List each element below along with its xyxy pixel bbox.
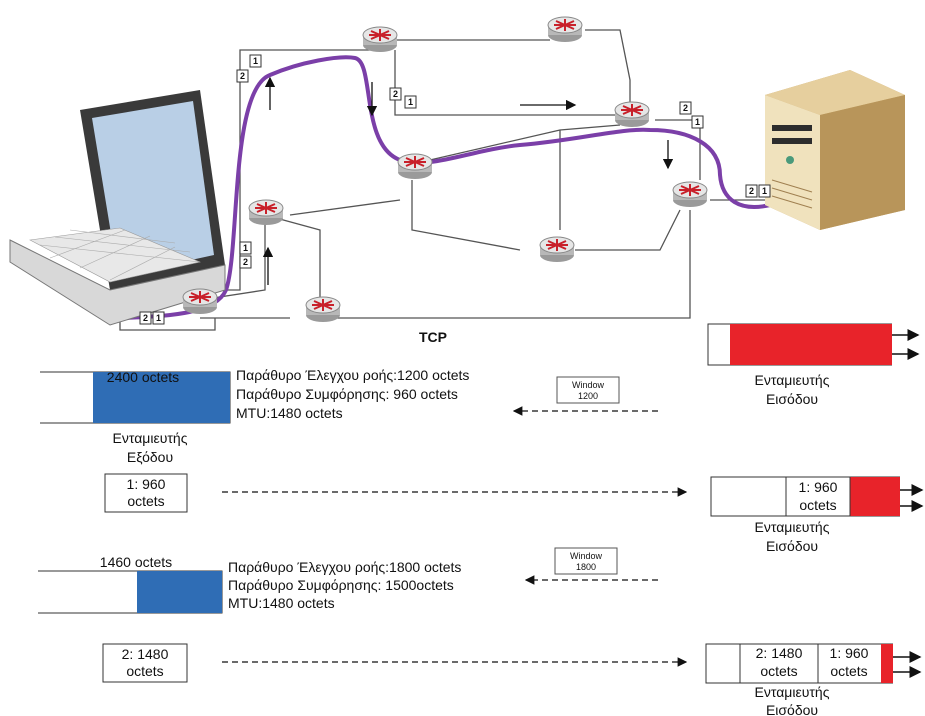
svg-text:1: 960: 1: 960 xyxy=(127,476,166,492)
receiver-buffer-name: Ενταμιευτής xyxy=(755,372,830,388)
step1-receiver: Ενταμιευτής Εισόδου xyxy=(707,323,920,407)
svg-text:1: 1 xyxy=(695,117,700,127)
svg-text:octets: octets xyxy=(799,497,836,513)
step1-sender: 2400 octets Ενταμιευτής Εξόδου xyxy=(40,369,231,465)
server-icon xyxy=(765,70,905,230)
mtu-label: MTU:1480 octets xyxy=(236,405,343,421)
step3-window-ack: Window 1800 xyxy=(524,547,658,585)
step3-sender: 1460 octets xyxy=(38,554,223,614)
step4-segment: 2: 1480 octets xyxy=(102,643,688,683)
diagram-title: TCP xyxy=(419,329,447,345)
svg-text:Ενταμιευτής: Ενταμιευτής xyxy=(755,684,830,700)
step1-params: Παράθυρο Έλεγχου ροής:1200 octets Παράθυ… xyxy=(236,367,469,421)
svg-text:2: 2 xyxy=(683,103,688,113)
svg-text:2: 1480: 2: 1480 xyxy=(756,645,803,661)
svg-text:1: 1 xyxy=(156,313,161,323)
laptop-icon xyxy=(9,90,226,326)
svg-text:2: 2 xyxy=(749,186,754,196)
svg-text:1: 1 xyxy=(408,97,413,107)
svg-text:2: 2 xyxy=(240,71,245,81)
svg-text:2: 2 xyxy=(393,89,398,99)
svg-text:2: 2 xyxy=(143,313,148,323)
svg-text:octets: octets xyxy=(830,663,867,679)
svg-text:2: 2 xyxy=(243,257,248,267)
sender-buffer-name-2: Εξόδου xyxy=(127,449,173,465)
flow-arrows xyxy=(262,76,674,285)
sender-buffer-name: Ενταμιευτής xyxy=(113,430,188,446)
svg-text:1: 960: 1: 960 xyxy=(799,479,838,495)
step1-window-ack: Window 1200 xyxy=(512,376,658,416)
congestion-window: Παράθυρο Συμφόρησης: 960 octets xyxy=(236,386,458,402)
svg-text:1200: 1200 xyxy=(578,391,598,401)
svg-text:Window: Window xyxy=(572,380,605,390)
svg-text:Εισόδου: Εισόδου xyxy=(766,702,818,716)
svg-text:Παράθυρο Συμφόρησης: 1500octet: Παράθυρο Συμφόρησης: 1500octets xyxy=(228,577,454,593)
svg-text:Παράθυρο Έλεγχου ροής:1800 oct: Παράθυρο Έλεγχου ροής:1800 octets xyxy=(228,559,461,575)
step2-segment: 1: 960 octets xyxy=(104,473,688,513)
step4-receiver: 2: 1480 octets 1: 960 octets Ενταμιευτής… xyxy=(705,643,922,716)
packet-tags: 1 2 2 1 2 1 2 1 1 2 2 1 xyxy=(139,54,771,325)
svg-text:1: 960: 1: 960 xyxy=(830,645,869,661)
receiver-buffer-name-2: Εισόδου xyxy=(766,391,818,407)
tcp-route-path xyxy=(124,55,771,320)
svg-text:octets: octets xyxy=(760,663,797,679)
svg-text:1: 1 xyxy=(253,56,258,66)
router-icon xyxy=(182,16,708,323)
svg-text:2: 1480: 2: 1480 xyxy=(122,646,169,662)
svg-text:octets: octets xyxy=(127,493,164,509)
svg-text:octets: octets xyxy=(126,663,163,679)
svg-text:1: 1 xyxy=(243,243,248,253)
step2-receiver: 1: 960 octets Ενταμιευτής Εισόδου xyxy=(710,476,924,554)
svg-text:Εισόδου: Εισόδου xyxy=(766,538,818,554)
svg-text:1800: 1800 xyxy=(576,562,596,572)
svg-text:Ενταμιευτής: Ενταμιευτής xyxy=(755,519,830,535)
svg-text:1: 1 xyxy=(762,186,767,196)
sender-buffer-size-2: 1460 octets xyxy=(100,554,172,570)
svg-text:Window: Window xyxy=(570,551,603,561)
flow-control-window: Παράθυρο Έλεγχου ροής:1200 octets xyxy=(236,367,469,383)
sender-buffer-size: 2400 octets xyxy=(107,369,179,385)
step3-params: Παράθυρο Έλεγχου ροής:1800 octets Παράθυ… xyxy=(228,559,461,611)
svg-text:MTU:1480 octets: MTU:1480 octets xyxy=(228,595,335,611)
